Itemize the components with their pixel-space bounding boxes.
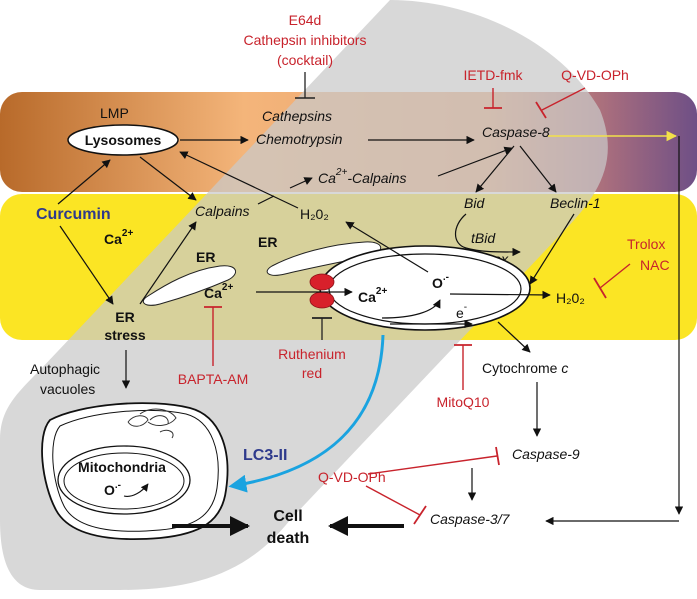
- death-label: death: [267, 530, 310, 547]
- arrow-caspase8-to-bid: [475, 145, 515, 193]
- ca-calpains-label: Ca2+-Calpains: [318, 167, 406, 186]
- trolox-nac-bar: [593, 277, 607, 299]
- h2o2-upper-label: H₂0₂: [300, 206, 329, 222]
- mitochondria-in-vacuole-inner: [63, 452, 185, 510]
- er-shape-left: [142, 265, 236, 306]
- mito-superoxide-label: O.-: [104, 480, 121, 498]
- qvd-bottom-bar-b: [413, 505, 427, 525]
- er-stress-label-2: stress: [104, 327, 145, 343]
- cathepsins-label: Cathepsins: [262, 108, 332, 124]
- ca-mito-label: Ca2+: [358, 286, 387, 305]
- qvd-top-line: [541, 87, 586, 111]
- qvd-bottom-line-b: [365, 485, 421, 516]
- arrow-bid-to-tbid: [454, 213, 521, 257]
- tbid-label: tBid: [471, 230, 496, 246]
- calpains-label: Calpains: [195, 203, 249, 219]
- trolox-label: Trolox: [627, 236, 665, 252]
- ietd-fmk-label: IETD-fmk: [463, 67, 523, 83]
- channel-bottom: [309, 291, 335, 309]
- ca-er-label: Ca2+: [204, 282, 233, 301]
- ca-left-label: Ca2+: [104, 228, 133, 247]
- mitochondria-in-vacuole: [57, 445, 191, 515]
- beclin1-label: Beclin-1: [550, 195, 601, 211]
- arrow-calpains-to-ca-calpains: [257, 195, 275, 205]
- arrow-erstress-to-calpains: [139, 221, 197, 305]
- mitochondrion-outer: [319, 245, 531, 331]
- lysosomes-label: Lysosomes: [85, 132, 162, 148]
- arrow-curcumin-to-erstress: [59, 225, 114, 305]
- red-label: red: [302, 365, 322, 381]
- autophagic-label-2: vacuoles: [40, 381, 95, 397]
- mitochondria-label: Mitochondria: [78, 459, 166, 475]
- mito-superoxide-arrow: [123, 483, 149, 497]
- autophagic-vacuole-inner: [52, 409, 219, 532]
- electron-label: e-: [456, 302, 467, 321]
- caspase37-label: Caspase-3/7: [430, 511, 511, 527]
- qvd-bottom-line-a: [367, 455, 498, 475]
- e64d-label: E64d: [289, 12, 322, 28]
- arrow-beclin1-to-mito: [529, 213, 575, 285]
- mitoq10-label: MitoQ10: [437, 394, 490, 410]
- bid-label: Bid: [464, 195, 485, 211]
- superoxide-label: O.-: [432, 272, 449, 291]
- curcumin-label: Curcumin: [36, 206, 111, 223]
- channel-top: [309, 273, 335, 291]
- cathepsin-inhibitors-label: Cathepsin inhibitors: [244, 32, 367, 48]
- chemotrypsin-label: Chemotrypsin: [256, 131, 343, 147]
- cell-label: Cell: [273, 508, 302, 525]
- er-stress-label-1: ER: [115, 309, 134, 325]
- autophagic-label-1: Autophagic: [30, 361, 100, 377]
- arrow-superoxide-to-h2o2-right: [449, 290, 551, 300]
- arrow-superoxide-to-h2o2: [345, 221, 429, 273]
- arrow-lysosomes-to-calpains: [139, 156, 197, 201]
- lmp-label: LMP: [100, 105, 129, 121]
- arrow-mito-to-cytochrome: [497, 321, 531, 353]
- trolox-nac-line: [599, 263, 631, 289]
- lc3-label: LC3-II: [243, 447, 287, 464]
- caspase8-label: Caspase-8: [482, 124, 550, 140]
- qvd-oph-bottom-label: Q-VD-OPh: [318, 469, 386, 485]
- arrow-calpains-to-caspase8: [437, 146, 513, 177]
- arrow-calpains-to-ca-calpains-head: [289, 177, 313, 189]
- er-label-1: ER: [196, 249, 215, 265]
- er-label-2: ER: [258, 234, 277, 250]
- qvd-oph-top-label: Q-VD-OPh: [561, 67, 629, 83]
- arrow-electron-to-superoxide: [381, 299, 441, 319]
- qvd-bottom-bar-a: [495, 446, 500, 466]
- h2o2-right-label: H₂0₂: [556, 290, 585, 306]
- ruthenium-label: Ruthenium: [278, 346, 346, 362]
- lc3-arrow: [228, 334, 385, 493]
- bapta-am-label: BAPTA-AM: [178, 371, 249, 387]
- cytochrome-label: Cytochrome c: [482, 360, 568, 376]
- cocktail-label: (cocktail): [277, 52, 333, 68]
- arrow-curcumin-to-lysosomes: [57, 159, 111, 205]
- caspase9-label: Caspase-9: [512, 446, 580, 462]
- nac-label: NAC: [640, 257, 670, 273]
- qvd-top-bar: [535, 101, 547, 119]
- arrow-caspase8-to-beclin1: [519, 145, 557, 193]
- arrow-h2o2-to-lysosomes: [179, 151, 299, 209]
- lysosomes-node: [67, 124, 179, 156]
- vacuole-debris: [127, 408, 177, 439]
